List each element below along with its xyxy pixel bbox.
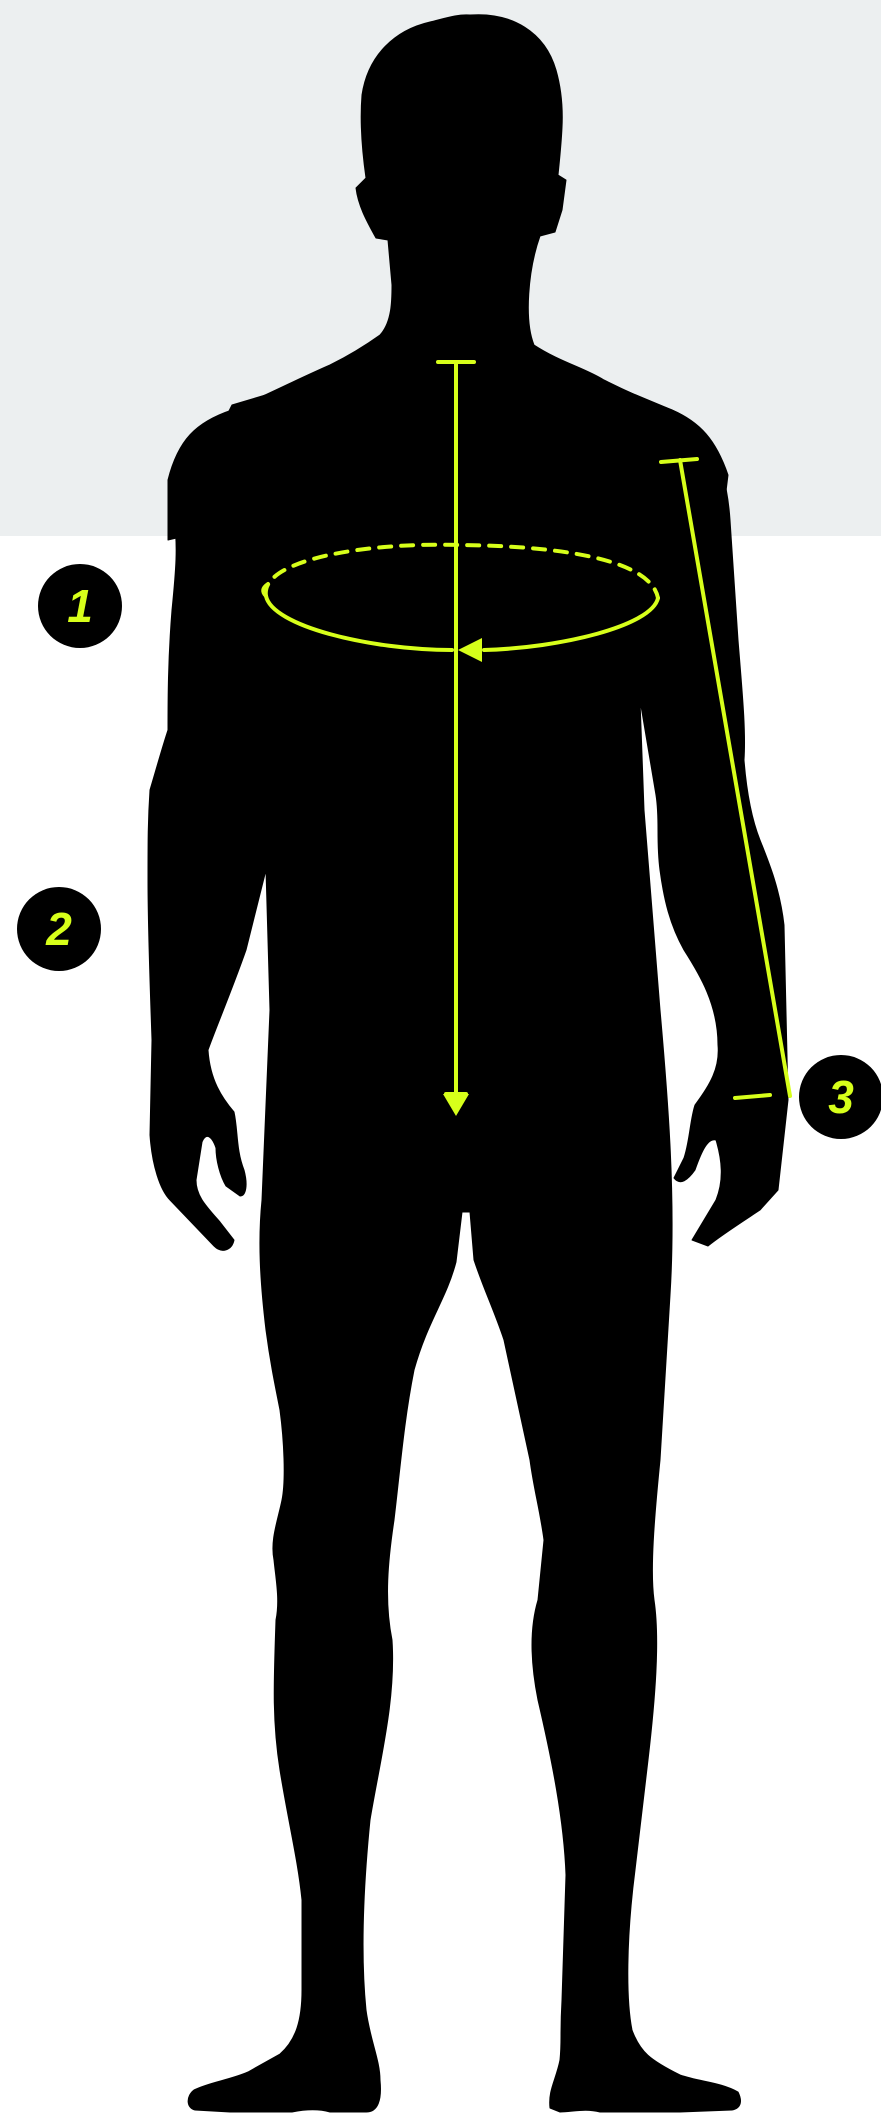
measurement-badge-2: 2 [17, 887, 101, 971]
human-body-silhouette-icon [148, 15, 788, 2112]
measurement-number: 1 [67, 583, 93, 629]
measurement-number: 2 [46, 906, 72, 952]
measurement-number: 3 [828, 1074, 854, 1120]
measurement-badge-1: 1 [38, 564, 122, 648]
measurement-badge-3: 3 [799, 1055, 881, 1139]
